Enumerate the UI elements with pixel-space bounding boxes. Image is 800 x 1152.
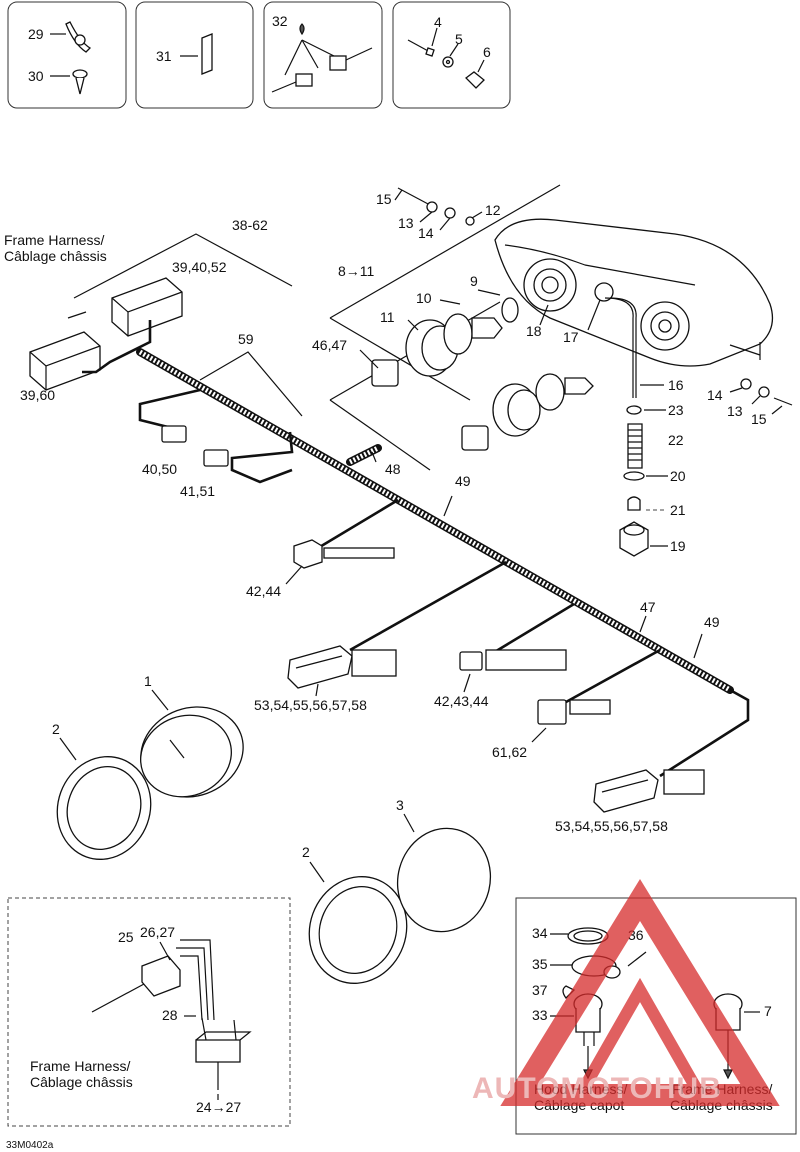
callout-53-58-upper: 53,54,55,56,57,58 xyxy=(254,697,367,713)
callout-16: 16 xyxy=(668,377,684,393)
sensor-25-assembly xyxy=(91,939,252,1090)
connector-53-58-lower xyxy=(593,688,750,813)
callout-28: 28 xyxy=(162,1007,178,1023)
callout-46-47: 46,47 xyxy=(312,337,347,353)
connector-42-44 xyxy=(293,498,399,569)
callout-39-60: 39,60 xyxy=(20,387,55,403)
adjust-screw-right xyxy=(729,378,793,415)
callout-13-top: 13 xyxy=(398,215,414,231)
callout-18: 18 xyxy=(526,323,542,339)
bulb-socket-lower xyxy=(461,373,594,451)
callout-49-lower: 49 xyxy=(704,614,720,630)
callout-41-51: 41,51 xyxy=(180,483,215,499)
gauge-1 xyxy=(140,706,244,798)
callout-7: 7 xyxy=(764,1003,772,1019)
callout-14-top: 14 xyxy=(418,225,434,241)
callout-35: 35 xyxy=(532,956,548,972)
headlamp-housing xyxy=(494,218,774,367)
callout-2-right: 2 xyxy=(302,844,310,860)
inset-box-bottom-left xyxy=(7,897,291,1127)
callout-21: 21 xyxy=(670,502,686,518)
callout-26-27: 26,27 xyxy=(140,924,175,940)
callout-13-right: 13 xyxy=(727,403,743,419)
callout-48: 48 xyxy=(385,461,401,477)
frame-harness-label-en: Frame Harness/ xyxy=(4,232,104,248)
bracket-8-11 xyxy=(329,184,561,319)
connector-42-43-44 xyxy=(459,602,575,671)
callout-10: 10 xyxy=(416,290,432,306)
callout-14-right: 14 xyxy=(707,387,723,403)
callout-42-44: 42,44 xyxy=(246,583,281,599)
callout-61-62: 61,62 xyxy=(492,744,527,760)
callout-15-top: 15 xyxy=(376,191,392,207)
connectors-40-41 xyxy=(138,388,294,484)
callout-19: 19 xyxy=(670,538,686,554)
callout-39-40-52: 39,40,52 xyxy=(172,259,227,275)
callout-53-58-lower: 53,54,55,56,57,58 xyxy=(555,818,668,834)
inset-box-29-30 xyxy=(7,1,127,109)
callout-22: 22 xyxy=(668,432,684,448)
frame-harness-label-fr: Câblage châssis xyxy=(4,248,107,264)
callout-30: 30 xyxy=(28,68,44,84)
inset-box-bottom-right xyxy=(515,897,797,1135)
callout-38-62: 38-62 xyxy=(232,217,268,233)
callout-40-50: 40,50 xyxy=(142,461,177,477)
bulb-socket-upper xyxy=(371,297,519,387)
callout-59: 59 xyxy=(238,331,254,347)
relay-modules xyxy=(29,277,183,391)
lens-3 xyxy=(396,827,492,933)
callout-12: 12 xyxy=(485,202,501,218)
callout-4: 4 xyxy=(434,14,442,30)
adjust-screw-15-13-14-12 xyxy=(394,187,483,231)
callout-17: 17 xyxy=(563,329,579,345)
inset-box-31 xyxy=(135,1,254,109)
connector-53-58-upper xyxy=(287,560,507,689)
callout-23: 23 xyxy=(668,402,684,418)
callout-5: 5 xyxy=(455,31,463,47)
callout-20: 20 xyxy=(670,468,686,484)
callout-2-left: 2 xyxy=(52,721,60,737)
callout-32: 32 xyxy=(272,13,288,29)
callout-15-right: 15 xyxy=(751,411,767,427)
inset-box-4-5-6 xyxy=(392,1,511,109)
callout-42-43-44: 42,43,44 xyxy=(434,693,489,709)
frame-harness-inset-fr: Câblage châssis xyxy=(30,1074,133,1090)
watermark-logo: AUTOMOTOHUB xyxy=(472,879,780,1106)
callout-49-upper: 49 xyxy=(455,473,471,489)
frame-harness-main xyxy=(136,348,734,694)
callout-34: 34 xyxy=(532,925,548,941)
callout-3: 3 xyxy=(396,797,404,813)
adjuster-cable-stack xyxy=(604,297,649,557)
callout-9: 9 xyxy=(470,273,478,289)
callout-25: 25 xyxy=(118,929,134,945)
callout-24-27: 24→27 xyxy=(196,1099,241,1115)
inset-box-32 xyxy=(263,1,383,109)
bezel-2-right xyxy=(308,876,408,984)
callout-33: 33 xyxy=(532,1007,548,1023)
callout-47: 47 xyxy=(640,599,656,615)
drawing-code: 33M0402a xyxy=(6,1140,54,1151)
callout-1: 1 xyxy=(144,673,152,689)
bezel-2-left xyxy=(56,756,152,860)
callout-31: 31 xyxy=(156,48,172,64)
callout-29: 29 xyxy=(28,26,44,42)
watermark-text: AUTOMOTOHUB xyxy=(472,1072,722,1105)
connector-61-62 xyxy=(537,648,661,725)
callout-6: 6 xyxy=(483,44,491,60)
frame-harness-inset-en: Frame Harness/ xyxy=(30,1058,130,1074)
callout-37: 37 xyxy=(532,982,548,998)
callout-8-11: 8→11 xyxy=(338,263,375,279)
callout-11: 11 xyxy=(380,309,395,325)
